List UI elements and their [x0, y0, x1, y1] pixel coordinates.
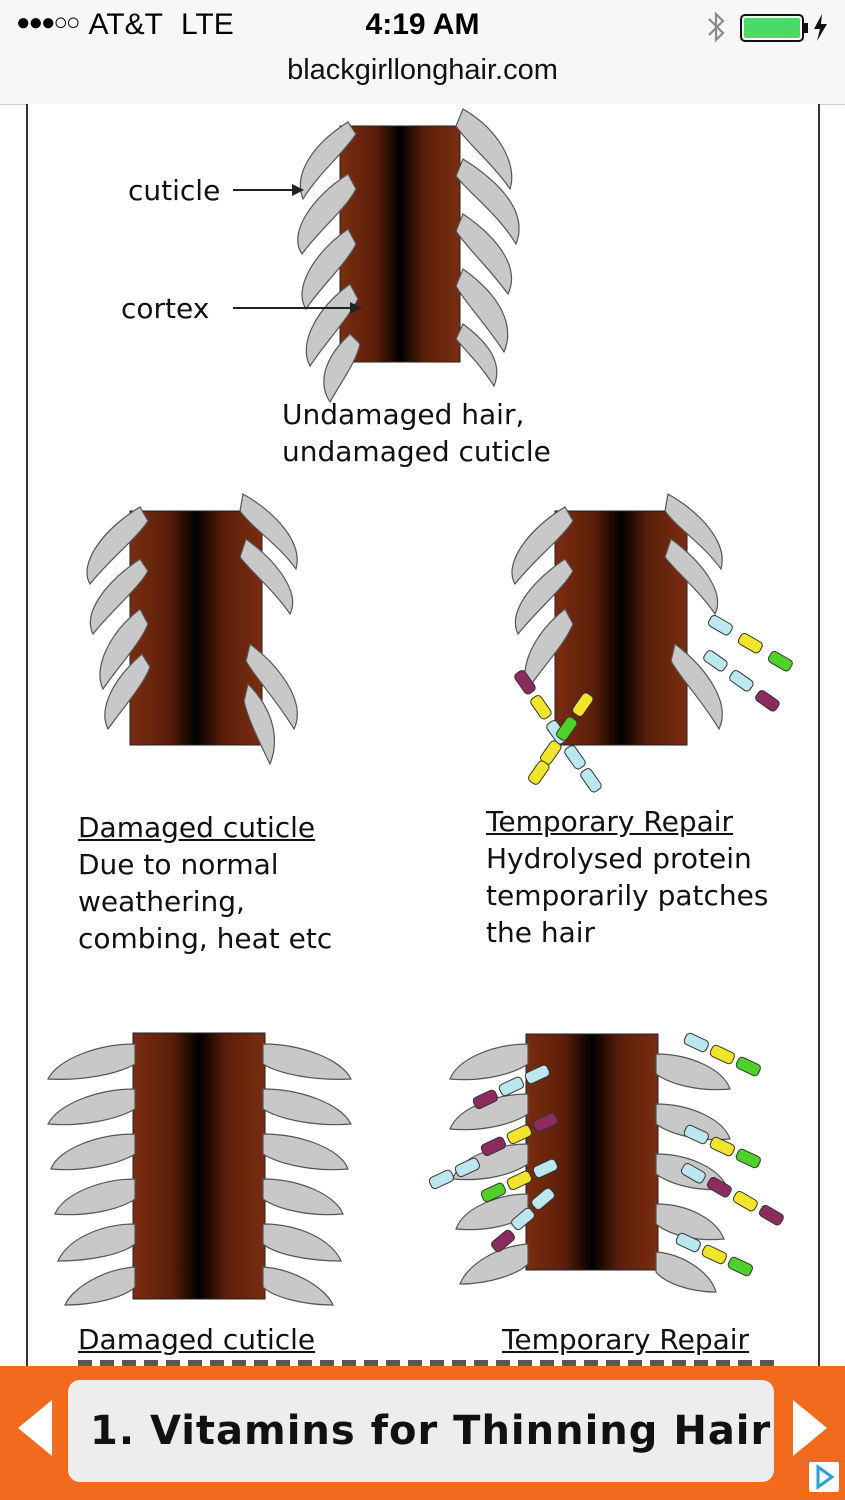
- ad-banner: 1. Vitamins for Thinning Hair: [0, 1366, 845, 1500]
- status-left: ●●●○○ AT&T LTE: [16, 8, 234, 42]
- repair-desc-line2: temporarily patches: [486, 879, 769, 912]
- damaged-cuticle-title-2: Damaged cuticle: [78, 1323, 316, 1356]
- ad-choices-icon[interactable]: [809, 1462, 839, 1492]
- repair-desc-line3: the hair: [486, 916, 596, 949]
- temporary-repair-title-1: Temporary Repair: [486, 805, 734, 838]
- damaged-desc-line1: Due to normal: [78, 848, 279, 881]
- status-bar: ●●●○○ AT&T LTE 4:19 AM blackgirllonghair.c…: [0, 0, 845, 105]
- bluetooth-icon: [708, 11, 725, 43]
- temporary-repair-title-2: Temporary Repair: [502, 1323, 750, 1356]
- damaged-desc-line3: combing, heat etc: [78, 922, 333, 955]
- signal-dots-icon: ●●●○○: [16, 9, 81, 36]
- damaged-hair-figure-2: [47, 1032, 352, 1306]
- undamaged-caption-line1: Undamaged hair,: [282, 398, 525, 431]
- charging-bolt-icon: [814, 14, 827, 41]
- article-image-frame: cuticle cortex Undamaged hair, undamaged…: [26, 104, 820, 1366]
- ad-headline-button[interactable]: 1. Vitamins for Thinning Hair: [68, 1380, 774, 1482]
- clock: 4:19 AM: [365, 8, 480, 41]
- cortex-callout-label: cortex: [121, 292, 210, 325]
- undamaged-caption-line2: undamaged cuticle: [282, 435, 551, 468]
- repair-hair-figure-2: [428, 1032, 784, 1293]
- next-arrow-icon[interactable]: [783, 1396, 833, 1460]
- cropped-text-fragment: [78, 1360, 778, 1366]
- status-right-icons: [708, 11, 827, 43]
- repair-hair-figure: [511, 493, 793, 793]
- cuticle-callout-label: cuticle: [128, 174, 221, 207]
- damaged-desc-line2: weathering,: [78, 885, 245, 918]
- damaged-cuticle-title-1: Damaged cuticle: [78, 811, 316, 844]
- repair-desc-line1: Hydrolysed protein: [486, 842, 752, 875]
- carrier-name: AT&T: [88, 8, 163, 41]
- ad-headline-text: 1. Vitamins for Thinning Hair: [90, 1408, 772, 1454]
- battery-icon: [740, 14, 808, 42]
- prev-arrow-icon[interactable]: [12, 1396, 62, 1460]
- undamaged-hair-figure: [297, 108, 520, 404]
- address-bar-url[interactable]: blackgirllonghair.com: [287, 54, 558, 86]
- callout-arrows: [233, 184, 362, 314]
- network-type: LTE: [180, 8, 234, 41]
- damaged-hair-figure: [86, 493, 298, 766]
